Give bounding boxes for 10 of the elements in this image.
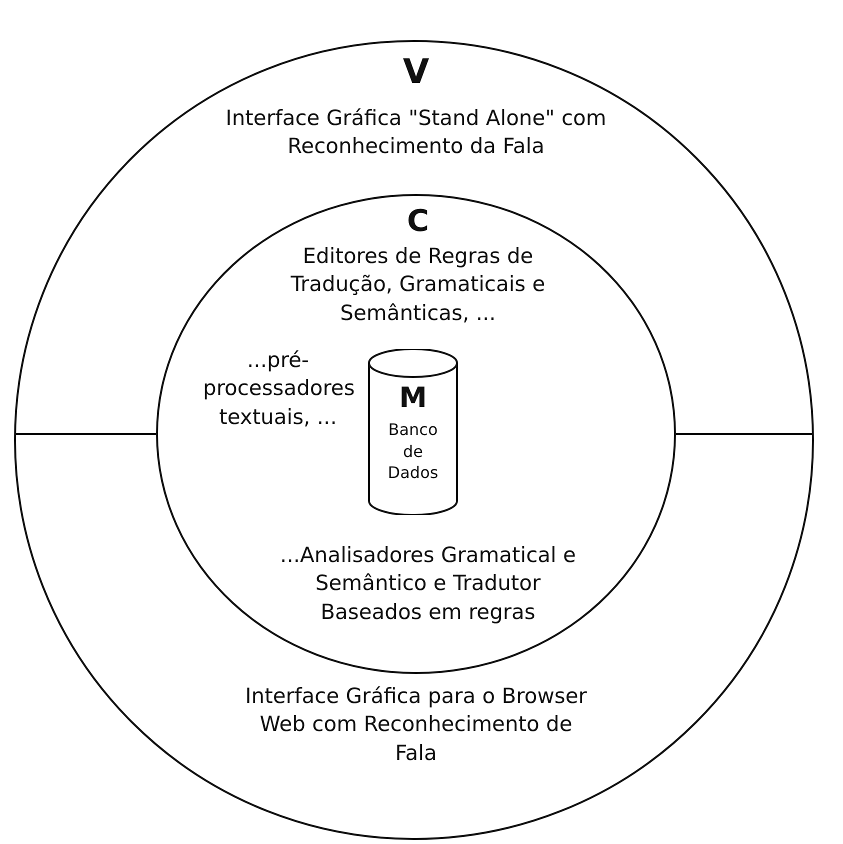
component-description: ...pré-processadores textuais, ... bbox=[203, 347, 353, 431]
component-description: ...Analisadores Gramatical e Semântico e Tradutor Baseados em regras bbox=[279, 542, 577, 626]
component-description: Editores de Regras de Tradução, Gramaticais e Semânticas, ... bbox=[290, 243, 546, 327]
layer-description: Interface Gráfica "Stand Alone" com Reconhecimento da Fala bbox=[224, 105, 608, 160]
section-letter: C bbox=[406, 203, 430, 241]
section-letter: M bbox=[398, 380, 428, 416]
database-label: Banco de Dados bbox=[386, 419, 440, 484]
database-cylinder bbox=[368, 349, 458, 515]
layer-description: Interface Gráfica para o Browser Web com Reconhecimento de Fala bbox=[244, 683, 588, 767]
section-letter: V bbox=[402, 51, 430, 94]
